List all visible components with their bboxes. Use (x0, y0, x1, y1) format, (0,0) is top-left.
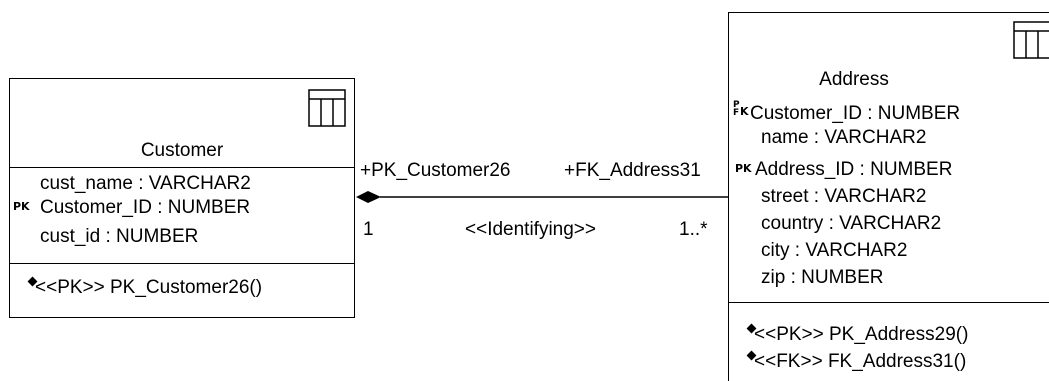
attribute-row: street : VARCHAR2 (761, 186, 927, 207)
target-multiplicity: 1..* (679, 219, 708, 240)
source-multiplicity: 1 (363, 219, 374, 240)
operation-row: <<FK>> FK_Address31() (754, 351, 967, 372)
attribute-row: cust_name : VARCHAR2 (40, 173, 251, 194)
pf-marker-bottom: F (733, 108, 740, 118)
attribute-row: Address_ID : NUMBER (755, 159, 953, 180)
composition-diamond (356, 191, 381, 203)
attributes-divider (10, 263, 354, 264)
source-role-label: +PK_Customer26 (360, 160, 511, 181)
attribute-row: zip : NUMBER (761, 267, 884, 288)
attribute-row: name : VARCHAR2 (761, 127, 927, 148)
table-icon (308, 89, 346, 127)
operation-row: <<PK>> PK_Customer26() (35, 277, 263, 298)
table-icon (1013, 21, 1049, 59)
attribute-row: city : VARCHAR2 (761, 240, 908, 261)
target-role-label: +FK_Address31 (564, 160, 701, 181)
attribute-row: Customer_ID : NUMBER (750, 103, 961, 124)
attributes-divider (729, 302, 1049, 303)
attribute-row: country : VARCHAR2 (761, 213, 942, 234)
entity-name: Customer (140, 140, 224, 161)
header-divider (10, 167, 354, 168)
address-entity[interactable]: Address P F K Customer_ID : NUMBER name … (728, 12, 1049, 381)
attribute-row: Customer_ID : NUMBER (40, 197, 251, 218)
pk-marker: PK (13, 200, 30, 213)
pf-marker-k: K (740, 105, 749, 118)
pk-marker: PK (735, 162, 752, 175)
operation-row: <<PK>> PK_Address29() (754, 324, 969, 345)
attribute-row: cust_id : NUMBER (40, 226, 199, 247)
entity-name: Address (819, 69, 889, 90)
relationship-stereotype: <<Identifying>> (465, 219, 596, 240)
pf-marker-top: P (733, 100, 740, 110)
customer-entity[interactable]: Customer cust_name : VARCHAR2 PK Custome… (9, 78, 355, 318)
